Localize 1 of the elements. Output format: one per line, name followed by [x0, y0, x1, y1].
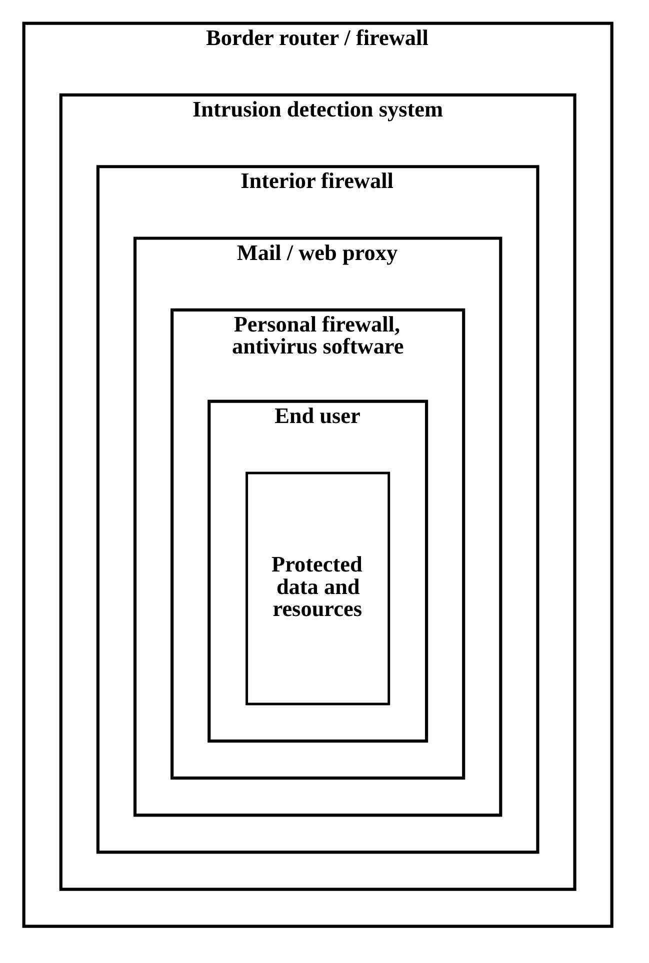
node-box: Protected data and resources	[246, 472, 390, 706]
